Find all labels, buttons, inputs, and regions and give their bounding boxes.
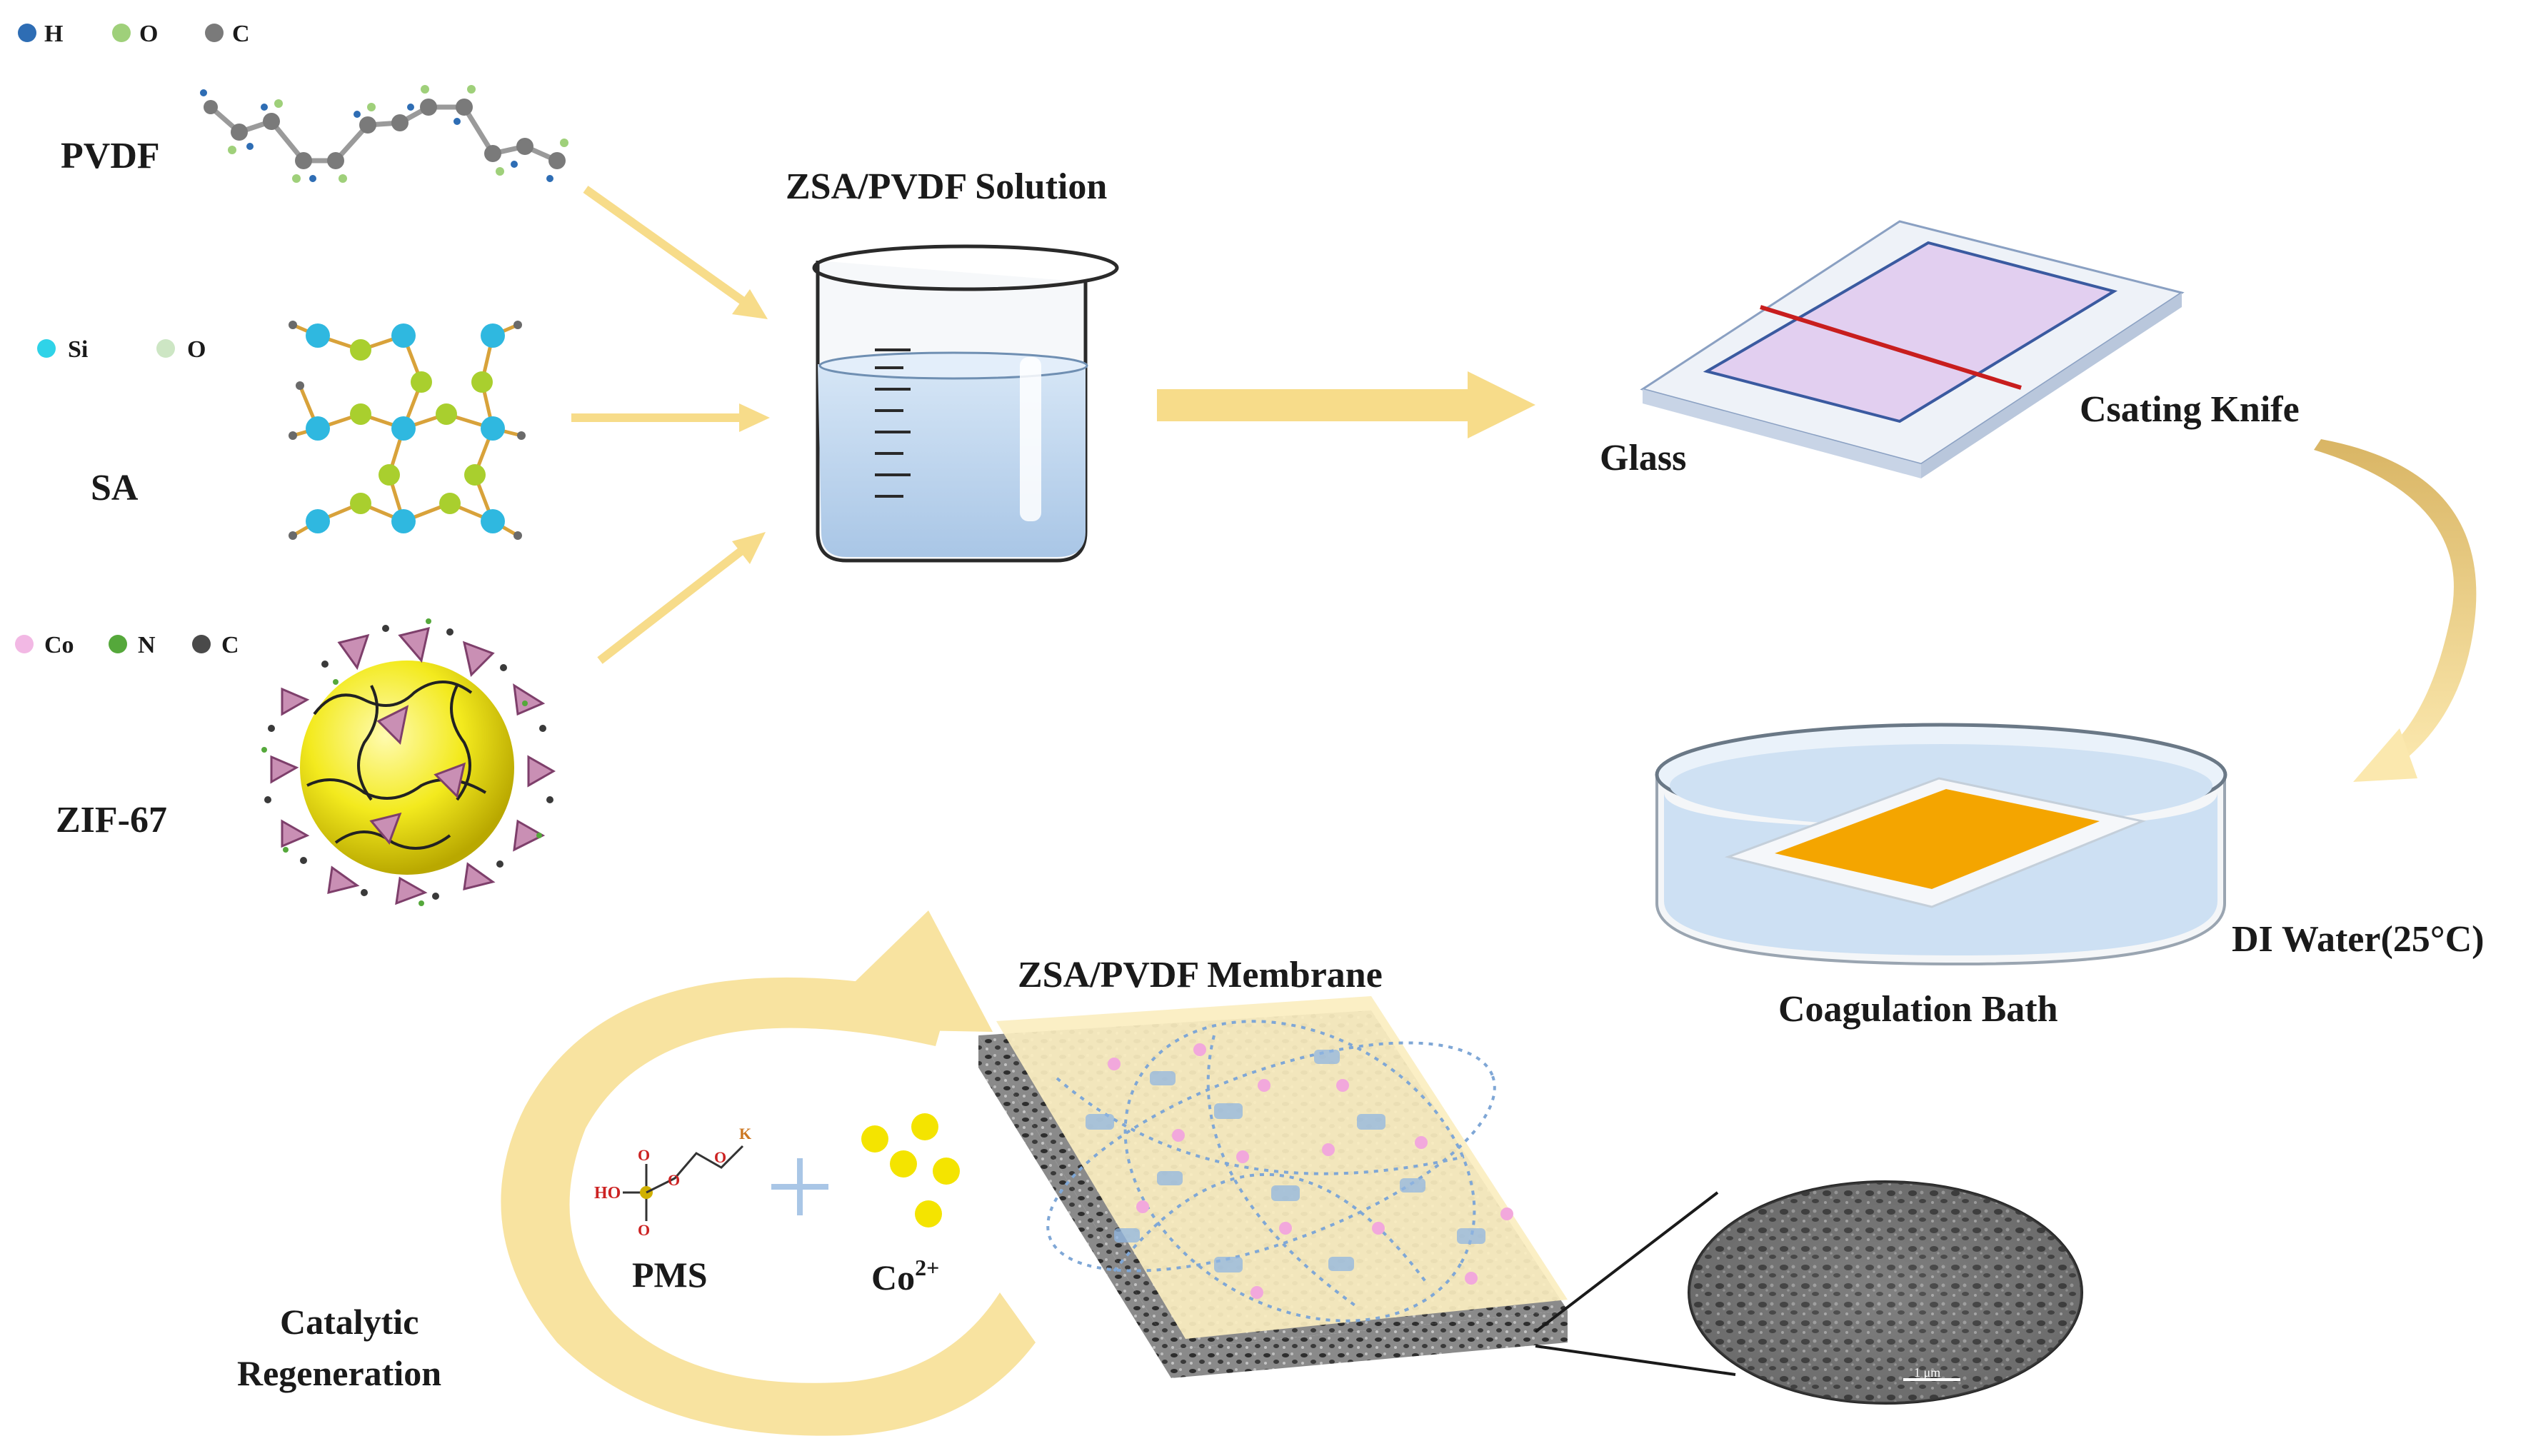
label-co-sup: 2+: [915, 1255, 939, 1280]
label-pms: PMS: [632, 1255, 708, 1295]
pvdf-molecule: [200, 85, 568, 183]
label-co: Co2+: [871, 1255, 939, 1297]
legend-o-pale-dot: [156, 339, 175, 358]
pms-k-label: K: [739, 1125, 751, 1143]
sem-connector-lines: [1534, 1191, 1736, 1376]
label-glass: Glass: [1600, 438, 1686, 478]
label-membrane: ZSA/PVDF Membrane: [1018, 955, 1383, 995]
beaker-rim: [812, 244, 1119, 291]
label-bath: Coagulation Bath: [1778, 989, 2058, 1030]
svg-text:O: O: [714, 1148, 726, 1166]
label-zif: ZIF-67: [56, 800, 167, 840]
sa-molecule: [289, 321, 526, 540]
legend-si-label: Si: [68, 336, 88, 363]
legend-c-dark-dot: [192, 635, 211, 653]
arrow-zif-to-solution: [597, 532, 766, 664]
legend-o-dot: [112, 24, 131, 42]
label-catalytic: Catalytic: [280, 1302, 419, 1342]
legend-c-dark-label: C: [221, 632, 239, 658]
zif67-particle: [261, 618, 556, 906]
label-co-base: Co: [871, 1257, 915, 1297]
membrane-top-surface: [996, 996, 1568, 1339]
label-knife: Csating Knife: [2080, 389, 2300, 430]
svg-text:O: O: [638, 1221, 650, 1239]
svg-text:O: O: [638, 1146, 650, 1164]
legend-h-dot: [18, 24, 36, 42]
legend-sa: Si O: [37, 336, 206, 363]
zif67-sphere: [300, 661, 514, 875]
legend-h-label: H: [44, 21, 63, 47]
coagulation-bath: [1655, 723, 2227, 966]
label-sa: SA: [91, 468, 139, 508]
label-water: DI Water(25°C): [2232, 919, 2484, 960]
beaker: [812, 244, 1119, 563]
co-ions: [861, 1113, 960, 1227]
legend-co-dot: [15, 635, 34, 653]
arrow-glass-to-bath: [2314, 439, 2477, 782]
svg-text:O: O: [668, 1171, 680, 1189]
casting-knife-line: [1760, 305, 2022, 390]
pms-molecule: HO O O O O K: [594, 1125, 751, 1239]
legend-o-pale-label: O: [187, 336, 206, 363]
legend-zif: Co N C: [15, 632, 239, 658]
label-pvdf: PVDF: [61, 136, 160, 176]
arrow-sa-to-solution: [571, 403, 770, 432]
label-solution: ZSA/PVDF Solution: [786, 166, 1107, 207]
glass-plate: [1640, 220, 2185, 478]
legend-si-dot: [37, 339, 56, 358]
bath-membrane-film: [1775, 789, 2100, 889]
legend-n-dot: [109, 635, 127, 653]
plus-icon: [771, 1158, 828, 1215]
sem-image: 1 μm: [1688, 1180, 2083, 1405]
pms-ho-label: HO: [594, 1184, 621, 1203]
arrow-solution-to-glass: [1157, 371, 1535, 438]
sem-scale-label: 1 μm: [1914, 1365, 1940, 1380]
zsa-pvdf-membrane: [978, 996, 1568, 1378]
catalytic-cycle-arrow: [501, 910, 1036, 1436]
label-regeneration: Regeneration: [237, 1353, 441, 1393]
legend-c-dot: [205, 24, 224, 42]
legend-n-label: N: [138, 632, 156, 658]
glass-film: [1703, 241, 2118, 423]
legend-o-label: O: [139, 21, 158, 47]
legend-pvdf: H O C: [18, 21, 250, 47]
arrow-pvdf-to-solution: [583, 186, 768, 319]
legend-c-label: C: [232, 21, 250, 47]
legend-co-label: Co: [44, 632, 74, 658]
